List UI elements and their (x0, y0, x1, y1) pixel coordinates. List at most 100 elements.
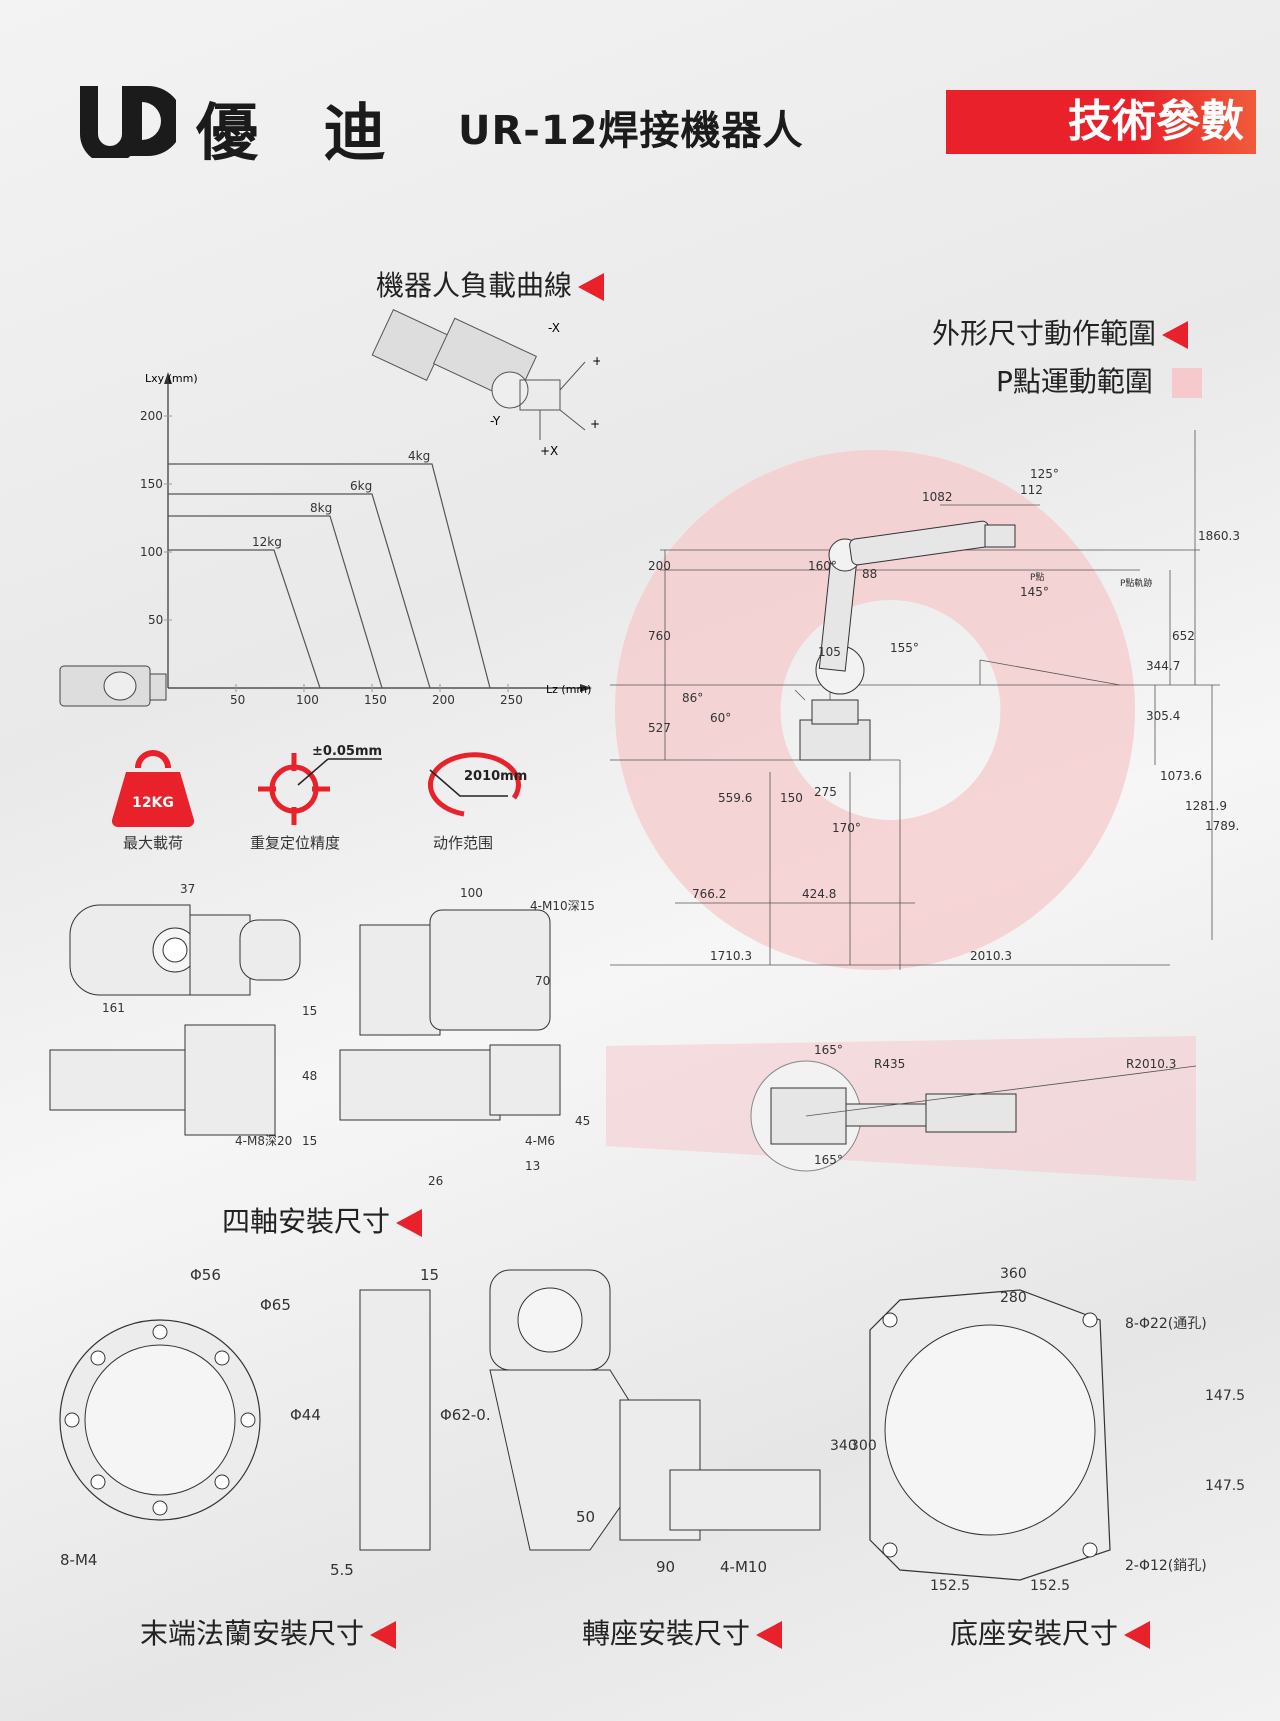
crosshair-icon: ±0.05mm (258, 744, 382, 825)
workspace-legend-text: P點運動範圍 (996, 365, 1153, 398)
model-title: UR-12焊接機器人 (458, 108, 804, 154)
axis4-drawing: 37 161 15 48 4-M8深20 15 100 4-M10深15 70 … (49, 882, 595, 1188)
pointer-icon (396, 1209, 423, 1237)
dim: 60° (710, 711, 731, 725)
spec-accuracy: ±0.05mm 重复定位精度 (240, 744, 420, 860)
axis4-title: 四軸安裝尺寸 (222, 1200, 423, 1240)
dim: 424.8 (802, 887, 836, 901)
dim: Φ44 (290, 1406, 321, 1424)
y-tick: 100 (140, 545, 163, 559)
dim: 4-M10 (720, 1558, 767, 1576)
workspace-title-text: 外形尺寸動作範圍 (932, 317, 1157, 350)
brand-name: 優 迪 (196, 96, 408, 169)
dim: 1073.6 (1160, 769, 1202, 783)
dim: 559.6 (718, 791, 752, 805)
dim: 8-M4 (60, 1551, 97, 1569)
flange-title-text: 末端法蘭安裝尺寸 (140, 1617, 365, 1650)
dim: 152.5 (1030, 1578, 1070, 1594)
load-curve-title: 機器人負載曲線 (376, 264, 605, 304)
base-title-text: 底座安裝尺寸 (950, 1617, 1119, 1650)
dim: 200 (648, 559, 671, 573)
dim: 45 (575, 1114, 590, 1128)
dim: 70 (535, 974, 550, 988)
dim: 105 (818, 645, 841, 659)
dim: 147.5 (1205, 1478, 1245, 1494)
y-tick: 200 (140, 409, 163, 423)
dim: 170° (832, 821, 861, 835)
dim: 1281.9 (1185, 799, 1227, 813)
axis-label-posz: +Z (590, 417, 600, 431)
dim: 155° (890, 641, 919, 655)
arc-icon: 2010mm (427, 752, 527, 817)
spec-weight: 12KG 最大載荷 (108, 750, 198, 860)
x-tick: 100 (296, 693, 319, 707)
dim: 300 (850, 1438, 877, 1454)
dim: 5.5 (330, 1561, 354, 1579)
dim: 160° (808, 559, 837, 573)
dim: 8-Φ22(通孔) (1125, 1316, 1207, 1332)
dim: 652 (1172, 629, 1195, 643)
curve-label: 6kg (350, 479, 372, 493)
dim: 2010.3 (970, 949, 1012, 963)
dim: 1082 (922, 490, 953, 504)
x-tick: 50 (230, 693, 245, 707)
dim: 50 (576, 1508, 595, 1526)
curve-label: 8kg (310, 501, 332, 515)
dim: P點軌跡 (1120, 577, 1152, 589)
dim: 4-M8深20 (235, 1134, 292, 1148)
dim: 275 (814, 785, 837, 799)
dim: 1789.1 (1205, 819, 1240, 833)
dim: 760 (648, 629, 671, 643)
axis-label-negx: -X (548, 321, 560, 335)
spec-range-label: 动作范围 (432, 834, 493, 852)
curve-label: 12kg (252, 535, 282, 549)
spec-accuracy-label: 重复定位精度 (249, 834, 340, 852)
dim: 4-M6 (525, 1134, 555, 1148)
dim: 2-Φ12(銷孔) (1125, 1558, 1207, 1574)
dim: Φ56 (190, 1266, 221, 1284)
spec-accuracy-value: ±0.05mm (312, 745, 382, 759)
pointer-icon (1162, 321, 1189, 349)
dim: 152.5 (930, 1578, 970, 1594)
dim: 344.7 (1146, 659, 1180, 673)
axis4-title-text: 四軸安裝尺寸 (222, 1205, 391, 1238)
dim: 1860.3 (1198, 529, 1240, 543)
dim: 37 (180, 882, 195, 896)
dim: 165° (814, 1043, 843, 1057)
pointer-icon (578, 273, 605, 301)
rotary-title: 轉座安裝尺寸 (582, 1612, 783, 1652)
legend-swatch (1171, 368, 1202, 398)
dim: 4-M10深15 (530, 899, 595, 913)
spec-weight-value: 12KG (132, 795, 174, 811)
dim: 125° (1030, 467, 1059, 481)
load-curve-chart: -X +Y -Y +Z +X Lxy (mm) Lz (mm) 200 150 … (59, 308, 600, 707)
workspace-top-view: 165° R435 R2010.3 165° (606, 1036, 1197, 1181)
base-drawing: 360 280 8-Φ22(通孔) 340 300 147.5 147.5 2-… (830, 1266, 1245, 1594)
rotary-drawing: 50 90 4-M10 (489, 1269, 821, 1576)
base-title: 底座安裝尺寸 (950, 1612, 1151, 1652)
dim: 15 (302, 1134, 317, 1148)
weight-icon: 12KG (111, 750, 195, 828)
axis-label-posx: +X (540, 444, 558, 458)
dim: 305.4 (1146, 709, 1180, 723)
section-badge: 技術參數 (946, 90, 1256, 154)
dim: 26 (428, 1174, 443, 1188)
x-axis-label: Lz (mm) (546, 683, 591, 696)
flange-title: 末端法蘭安裝尺寸 (140, 1612, 397, 1652)
dim: R435 (874, 1057, 905, 1071)
dim: 165° (814, 1153, 843, 1167)
dim: 88 (862, 567, 877, 581)
curve-label: 4kg (408, 449, 430, 463)
workspace-title: 外形尺寸動作範圍 (932, 312, 1189, 352)
dim: 340 (830, 1438, 857, 1454)
y-tick: 50 (148, 613, 163, 627)
dim: 766.2 (692, 887, 726, 901)
y-tick: 150 (140, 477, 163, 491)
pointer-icon (756, 1621, 783, 1649)
dim: 145° (1020, 585, 1049, 599)
dim: 161 (102, 1001, 125, 1015)
y-axis-label: Lxy (mm) (145, 372, 198, 385)
axis-label-negy: -Y (490, 414, 501, 428)
dim: 527 (648, 721, 671, 735)
x-tick: 250 (500, 693, 523, 707)
